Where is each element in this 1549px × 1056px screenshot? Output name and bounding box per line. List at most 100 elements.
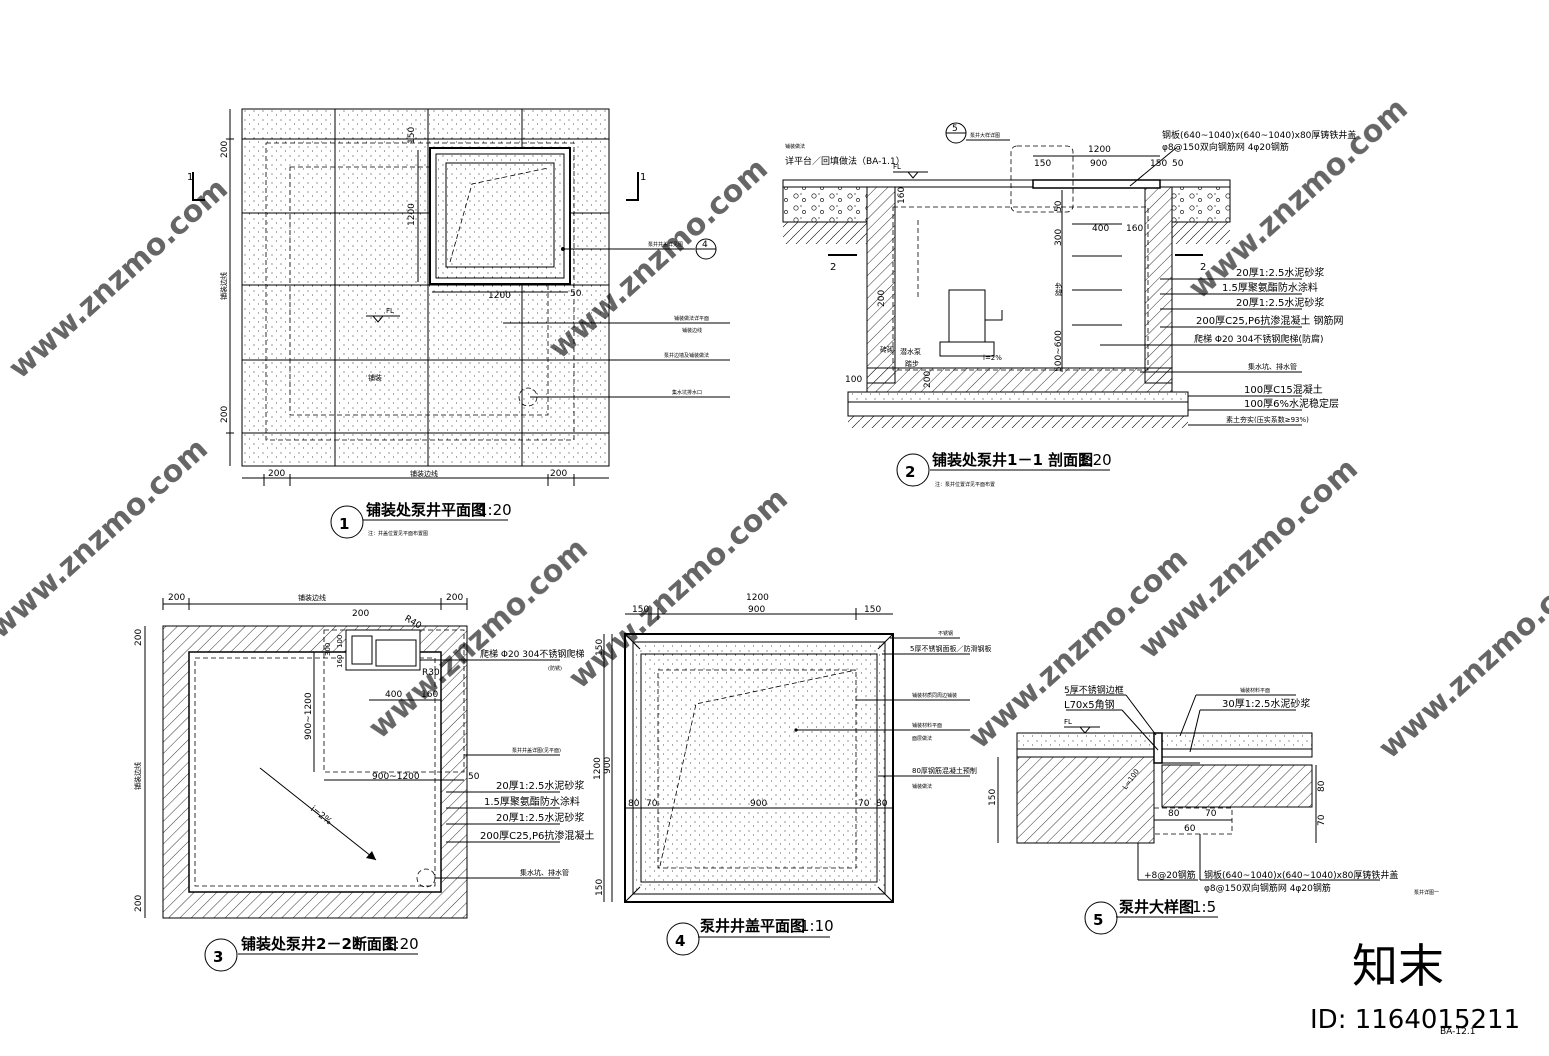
- plan1-callout-cover: 泵井井盖详见图: [648, 241, 683, 248]
- sect2-layer-6: 集水坑、排水管: [1248, 362, 1297, 371]
- sect2-layer-4: 200厚C25,P6抗渗混凝土 钢筋网: [1196, 314, 1344, 327]
- plan1-dim-1200: 1200: [488, 291, 511, 301]
- plan1-section-mark-right: 1: [640, 172, 646, 183]
- sect2-mark-left: 2: [830, 262, 836, 273]
- plan1-dim-200-left: 200: [268, 469, 285, 479]
- watermark-text: www.znzmo.com: [0, 431, 215, 646]
- sect2-layer-8: 100厚6%水泥稳定层: [1244, 397, 1339, 410]
- detail5-dim-80v: 80: [1317, 780, 1327, 792]
- plan4-dim-900h: 900: [750, 799, 767, 809]
- sect2-layer-9: 素土夯实(压实系数≥93%): [1226, 415, 1309, 424]
- sect3-layer-3: 20厚1:2.5水泥砂浆: [496, 811, 584, 824]
- plan4-dim-150-left: 150: [632, 605, 649, 615]
- sect2-dim-150b: 150: [1150, 159, 1167, 169]
- plan1-callout-paving-edge: 铺装边线: [682, 327, 702, 334]
- sect2-dim-50v: 50: [1054, 200, 1064, 212]
- view-3-section: i=2% 200 铺装边线 200 200 铺装边线 200 200 R40 R…: [133, 593, 594, 972]
- sect2-dim-150a: 150: [1034, 159, 1051, 169]
- sect2-dim-50: 50: [1172, 159, 1184, 169]
- detail5-dim-150: 150: [988, 789, 998, 806]
- title-4: 泵井井盖平面图: [700, 917, 805, 935]
- sect3-side-label: 铺装边线: [133, 762, 142, 790]
- plan4-dim-900v: 900: [603, 757, 613, 774]
- detail5-rebar: +8@20钢筋: [1144, 869, 1196, 881]
- plan1-dim-200-bottom: 200: [220, 406, 230, 423]
- sect3-layer-4: 200厚C25,P6抗渗混凝土: [480, 829, 594, 842]
- sheet-number: BA-12.1: [1440, 1027, 1475, 1037]
- plan4-callout-5: 80厚钢筋混凝土预制: [912, 766, 977, 775]
- detail5-cover-rebar: φ8@150双向钢筋网 4φ20钢筋: [1204, 882, 1331, 894]
- plan4-dim-1200: 1200: [746, 593, 769, 603]
- sect3-r30: R30: [422, 668, 440, 678]
- sect3-dim-300: 300: [324, 643, 332, 656]
- detail5-side-note: 泵井详图一: [1414, 889, 1439, 896]
- view-4-cover-plan: 1200 150 900 150 150 1200 900 150 80 70 …: [593, 593, 991, 956]
- title-5-scale: 1:5: [1192, 898, 1216, 916]
- sect3-dim-100: 100: [336, 635, 344, 648]
- plan1-callout-drain: 集水坑排水口: [672, 389, 702, 396]
- title-1-scale: 1:20: [478, 501, 512, 519]
- sect3-layer-5: 集水坑、排水管: [520, 868, 569, 877]
- detail5-fl: FL: [1064, 718, 1072, 726]
- sect3-dim-50: 50: [468, 772, 480, 782]
- sect2-dim-1200: 1200: [1088, 145, 1111, 155]
- sect2-ref-ba: 详平台／回填做法（BA-1.1）: [785, 155, 905, 167]
- plan4-dim-150-top: 150: [595, 639, 605, 656]
- sect2-dim-300: 300: [1054, 229, 1064, 246]
- plan4-callout-3: 铺装材质同周边铺装: [912, 692, 957, 699]
- image-id: ID: 1164015211: [1310, 1005, 1520, 1035]
- sect2-slope: i=2%: [983, 354, 1002, 362]
- sect2-layer-1: 20厚1:2.5水泥砂浆: [1236, 266, 1324, 279]
- sect2-dim-160v: 160: [897, 187, 907, 204]
- sect2-fl: FL: [893, 163, 901, 171]
- sect3-dim-160b: 160: [421, 690, 438, 700]
- sect3-callout-ladder: 爬梯 Φ20 304不锈钢爬梯: [480, 648, 584, 660]
- znzmo-logo: 知末: [1352, 939, 1444, 993]
- sect2-dim-100: 100: [845, 375, 862, 385]
- sect3-dim-200-top: 200: [134, 629, 144, 646]
- sect2-dim-200: 200: [877, 290, 887, 307]
- plan4-callout-1: 不锈钢: [938, 630, 953, 637]
- detail5-dim-60: 60: [1184, 824, 1196, 834]
- sect3-dim-160: 160: [336, 655, 344, 668]
- title-2-note: 注：泵井位置详见平面布置: [935, 481, 995, 488]
- title-3: 铺装处泵井2－2断面图: [241, 935, 397, 953]
- view-5-detail: FL 150 80 70 80 70 60 L=100 5厚不锈钢边框 L70x…: [988, 684, 1439, 935]
- detail5-callout-4: 30厚1:2.5水泥砂浆: [1222, 697, 1310, 710]
- watermark-text: www.znzmo.com: [2, 171, 235, 386]
- detail5-callout-3: 铺装材料平面: [1240, 687, 1270, 694]
- plan4-dim-150-bottom: 150: [595, 879, 605, 896]
- sect2-dim-160: 160: [1126, 224, 1143, 234]
- sect2-ladder-label: 踏步: [1054, 282, 1063, 296]
- title-1-note: 注：井盖位置见平面布置图: [368, 530, 428, 537]
- plan4-dim-150-right: 150: [864, 605, 881, 615]
- sect2-ref-paving: 铺装做法: [785, 143, 805, 150]
- title-2-scale: 1:20: [1078, 451, 1112, 469]
- watermark-text: www.znzmo.com: [1372, 551, 1549, 766]
- title-2: 铺装处泵井1－1 剖面图: [932, 451, 1093, 469]
- sect3-layer-2: 1.5厚聚氨酯防水涂料: [484, 795, 580, 808]
- plan1-callout-wall: 泵井边墙及铺装做法: [664, 352, 709, 359]
- title-1-number: 1: [339, 515, 349, 533]
- sect3-dim-200: 200: [352, 609, 369, 619]
- sect2-layer-2: 1.5厚聚氨酯防水涂料: [1222, 281, 1318, 294]
- plan4-callout-2: 5厚不锈钢面板／防滑钢板: [910, 644, 991, 653]
- title-4-number: 4: [675, 932, 685, 950]
- sect3-dim-900v: 900~1200: [304, 692, 314, 740]
- sect3-callout-cover: 泵井井盖详图(见平面): [512, 747, 561, 754]
- plan1-bottom-label: 铺装边线: [410, 469, 438, 478]
- plan4-dim-70-right: 70: [858, 799, 870, 809]
- plan1-dim-50: 50: [570, 289, 582, 299]
- sect2-cover-spec: 钢板(640~1040)x(640~1040)x80厚铸铁井盖: [1162, 129, 1356, 141]
- sect3-dim-200-right: 200: [446, 593, 463, 603]
- plan4-dim-900: 900: [748, 605, 765, 615]
- plan1-dim-1200-vertical: 1200: [407, 203, 417, 226]
- title-3-number: 3: [213, 948, 223, 966]
- title-5: 泵井大样图: [1119, 898, 1194, 916]
- view-1-plan: FL 铺装 200 铺装边线 200 200 铺装边线 200 1200 50 …: [187, 108, 730, 539]
- sect3-dim-400: 400: [385, 690, 402, 700]
- title-4-scale: 1:10: [800, 917, 834, 935]
- sect2-mark-right: 2: [1200, 262, 1206, 273]
- plan1-dim-150: 150: [407, 127, 417, 144]
- plan4-dim-1200v: 1200: [593, 757, 603, 780]
